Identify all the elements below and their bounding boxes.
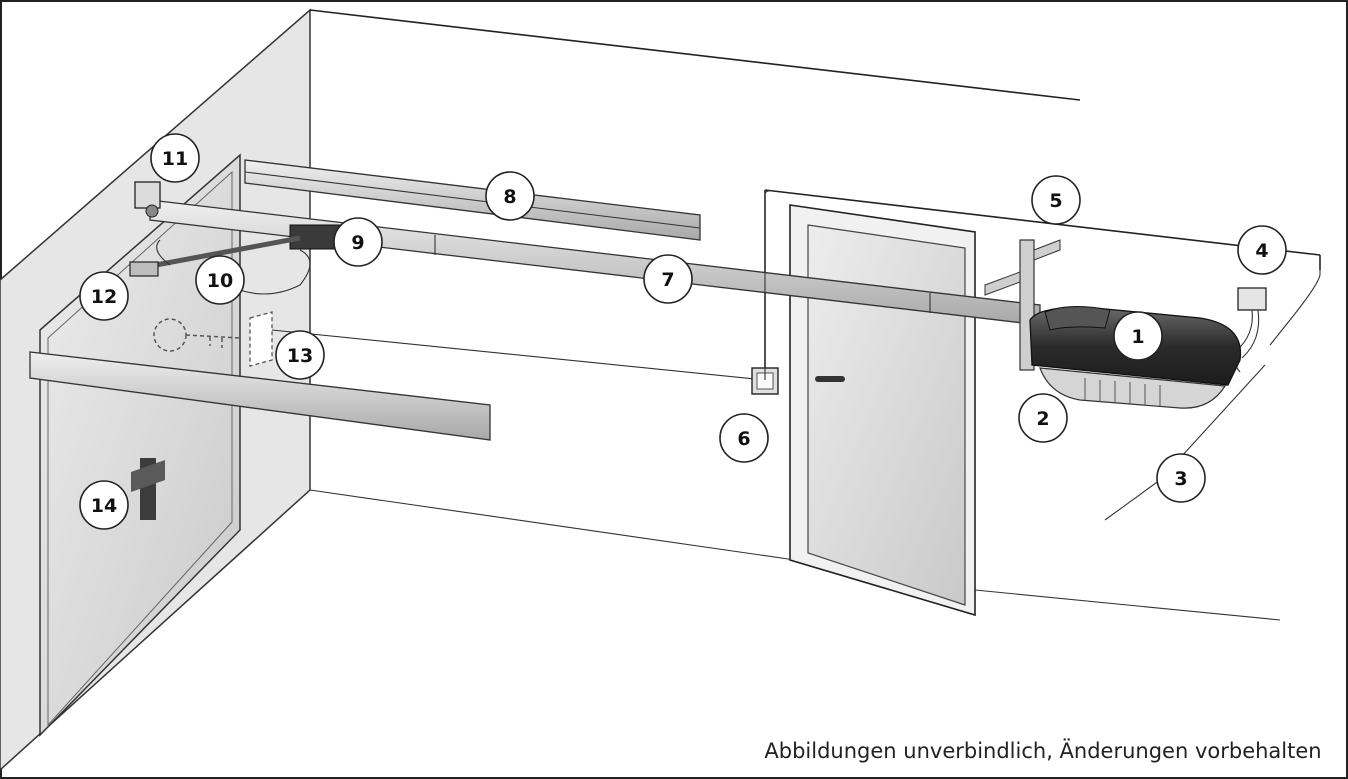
callout-13: 13 xyxy=(275,330,325,380)
callout-7-label: 7 xyxy=(661,269,674,291)
disclaimer-text: Abbildungen unverbindlich, Änderungen vo… xyxy=(764,738,1321,763)
lower-rail xyxy=(29,351,491,441)
callout-3-label: 3 xyxy=(1174,468,1187,490)
callout-3: 3 xyxy=(1156,453,1206,503)
callout-2-label: 2 xyxy=(1036,408,1049,430)
callout-8-label: 8 xyxy=(503,186,516,208)
callout-10-label: 10 xyxy=(207,270,233,292)
callout-14-label: 14 xyxy=(91,495,117,517)
callout-11: 11 xyxy=(150,133,200,183)
callout-13-label: 13 xyxy=(287,345,313,367)
power-plug xyxy=(1237,287,1267,311)
callout-9: 9 xyxy=(333,217,383,267)
light-cover xyxy=(1039,367,1227,409)
interior-door xyxy=(807,224,966,606)
callout-2: 2 xyxy=(1018,393,1068,443)
callout-12-label: 12 xyxy=(91,286,117,308)
callout-6-label: 6 xyxy=(737,428,750,450)
door-handle xyxy=(815,376,845,382)
callout-6: 6 xyxy=(719,413,769,463)
callout-1: 1 xyxy=(1113,311,1163,361)
callout-5-label: 5 xyxy=(1049,190,1062,212)
release-lock xyxy=(249,311,273,367)
callout-4-label: 4 xyxy=(1255,240,1268,262)
callout-8: 8 xyxy=(485,171,535,221)
callout-9-label: 9 xyxy=(351,232,364,254)
ceiling-edge xyxy=(309,9,1081,101)
door-bracket xyxy=(129,261,159,277)
callout-5: 5 xyxy=(1031,175,1081,225)
callout-10: 10 xyxy=(195,255,245,305)
control-cable xyxy=(764,190,773,380)
callout-4: 4 xyxy=(1237,225,1287,275)
callout-7: 7 xyxy=(643,254,693,304)
callout-1-label: 1 xyxy=(1131,326,1144,348)
callout-14: 14 xyxy=(79,480,129,530)
wall-bracket xyxy=(134,181,161,209)
callout-12: 12 xyxy=(79,271,129,321)
callout-11-label: 11 xyxy=(162,148,188,170)
